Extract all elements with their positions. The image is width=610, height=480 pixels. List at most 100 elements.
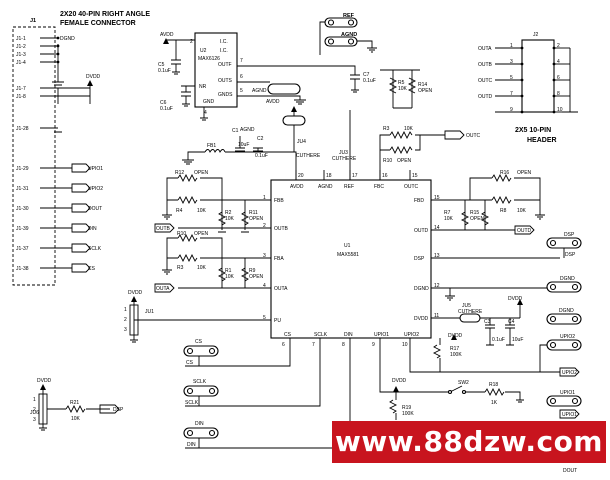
u2-avdd-label: AVDD [160, 32, 174, 38]
r10c-ref: R10 [383, 158, 392, 164]
ju6-r21: DVDD 1 2 3 JU6 R21 10K DSP [30, 378, 124, 431]
right-feedback-network: R16 OPEN R8 10K R7 10K R15 OPEN OUTD [431, 170, 545, 235]
cs-net-label: CS [186, 360, 194, 366]
u1-max5581: U1 MAX5581 AVDD20AGND18REF17FBC16OUTC15F… [263, 170, 440, 348]
connector-j1: J1 DGND DVDD J1-1J1-2J1-3J1-4J1-7J1-8J1-… [12, 18, 103, 286]
c6-ref: C6 [160, 100, 167, 106]
u1-bottom-pin-name: SCLK [314, 332, 328, 338]
dsp-pad-label: DSP [564, 232, 575, 238]
r1-ref: R1 [225, 268, 232, 274]
u1-top-pin-name: OUTC [404, 184, 419, 190]
ju6-dvdd-label: DVDD [37, 378, 52, 384]
ju1-dvdd-label: DVDD [128, 290, 143, 296]
dsp-net-label: DSP [565, 252, 576, 258]
r10-ref: R10 [177, 231, 186, 237]
sw2-ref: SW2 [458, 380, 469, 386]
j1-net-flag [71, 263, 91, 273]
u1-bottom-pin-num: 7 [312, 342, 315, 348]
r10-val: OPEN [194, 231, 209, 237]
r21-val: 10K [71, 416, 81, 422]
ju1-pin1: 1 [124, 307, 127, 313]
j2-pin-dot [520, 110, 524, 114]
j2-pin-dot [520, 94, 524, 98]
u1-bottom-pin-name: UPIO2 [404, 332, 419, 338]
j1-pin-label: J1-3 [16, 52, 26, 58]
j1-pin-label: J1-37 [16, 246, 29, 252]
ju1-ref: JU1 [145, 309, 154, 315]
j2-right-pin-num: 8 [557, 91, 560, 97]
header-line1: 2X20 40-PIN RIGHT ANGLE [60, 11, 150, 18]
u1-top-pin-num: 16 [382, 173, 388, 179]
u1-right-pin-num: 11 [434, 313, 439, 319]
r15-ref: R15 [470, 210, 479, 216]
j2-right-pin-num: 6 [557, 75, 560, 81]
j1-net-label: UPIO2 [88, 186, 103, 192]
j1-net-label: CS [88, 266, 96, 272]
c2-ref: C2 [257, 136, 264, 142]
r4-ref: R4 [176, 208, 183, 214]
j1-node [56, 36, 60, 40]
j1-net-label: DIN [88, 226, 97, 232]
r5-ref: R5 [398, 80, 405, 86]
din-pad-label: DIN [195, 421, 204, 427]
agnd-jumper-label: AGND [341, 32, 357, 38]
u1-left-pin-num: 1 [263, 195, 266, 201]
r12-val: OPEN [194, 170, 209, 176]
r11-val: OPEN [249, 216, 264, 222]
j1-net-flag [71, 243, 91, 253]
j1-net-flag [71, 223, 91, 233]
upio1-net-label: UPIO1 [562, 412, 577, 418]
j2-left-pin-num: 9 [510, 107, 513, 113]
din-net-label: DIN [187, 442, 196, 448]
u2-pin-ic2: I.C. [220, 48, 228, 54]
j2-right-pin-num: 2 [557, 43, 560, 49]
u1-part: MAX5581 [337, 252, 359, 258]
r12-ref: R12 [175, 170, 184, 176]
r7-val: 10K [444, 216, 454, 222]
c6-val: 0.1uF [160, 106, 173, 112]
u1-top-pin-name: AGND [318, 184, 333, 190]
c7-val: 0.1uF [363, 78, 376, 84]
u1-left-pin-name: FBA [274, 256, 284, 262]
j1-net-flag [71, 183, 91, 193]
ju6-pin3: 3 [33, 417, 36, 423]
ju6-pin2: 2 [33, 407, 36, 413]
avdd-label-2: AVDD [266, 99, 280, 105]
j1-pin-label: J1-8 [16, 94, 26, 100]
c1-val: 10uF [238, 142, 249, 148]
u2-pin-gnd: GND [203, 99, 215, 105]
r9-ref: R9 [249, 268, 256, 274]
outc-label: OUTC [466, 133, 481, 139]
j2-left-pin-num: 1 [510, 43, 513, 49]
u1-ref: U1 [344, 243, 351, 249]
r18-ref: R18 [489, 382, 498, 388]
u1-top-pin-name: FBC [374, 184, 384, 190]
u1-top-pin-num: 15 [412, 173, 418, 179]
agnd-label-2: AGND [240, 127, 255, 133]
u1-top-pin-name: AVDD [290, 184, 304, 190]
j2-signal-label: OUTD [478, 94, 493, 100]
u1-left-pin-name: PU [274, 318, 281, 324]
c3-val: 0.1uF [492, 337, 505, 343]
u1-bottom-pin-name: CS [284, 332, 292, 338]
j2-pin-dot [552, 62, 556, 66]
c4-ref: C4 [508, 319, 515, 325]
dvdd-label-r17: DVDD [448, 333, 463, 339]
ju6-pin1: 1 [33, 397, 36, 403]
j1-pin-label: J1-39 [16, 226, 29, 232]
r1-val: 10K [225, 274, 235, 280]
r3c-ref: R3 [383, 126, 390, 132]
u1-left-pin-name: OUTA [274, 286, 288, 292]
j1-pin-label: J1-28 [16, 126, 29, 132]
r5-val: 10K [398, 86, 408, 92]
u2-pin-num-gnds: 5 [240, 88, 243, 94]
j2-pin-dot [520, 78, 524, 82]
c5-val: 0.1uF [158, 68, 171, 74]
ju1-pin2: 2 [124, 317, 127, 323]
ref-agnd-jumpers: REF AGND [319, 13, 377, 55]
j1-pin-label: J1-30 [16, 206, 29, 212]
r2-val: 10K [225, 216, 235, 222]
j2-desc1: 2X5 10-PIN [515, 127, 551, 134]
j2-pin-dot [552, 78, 556, 82]
